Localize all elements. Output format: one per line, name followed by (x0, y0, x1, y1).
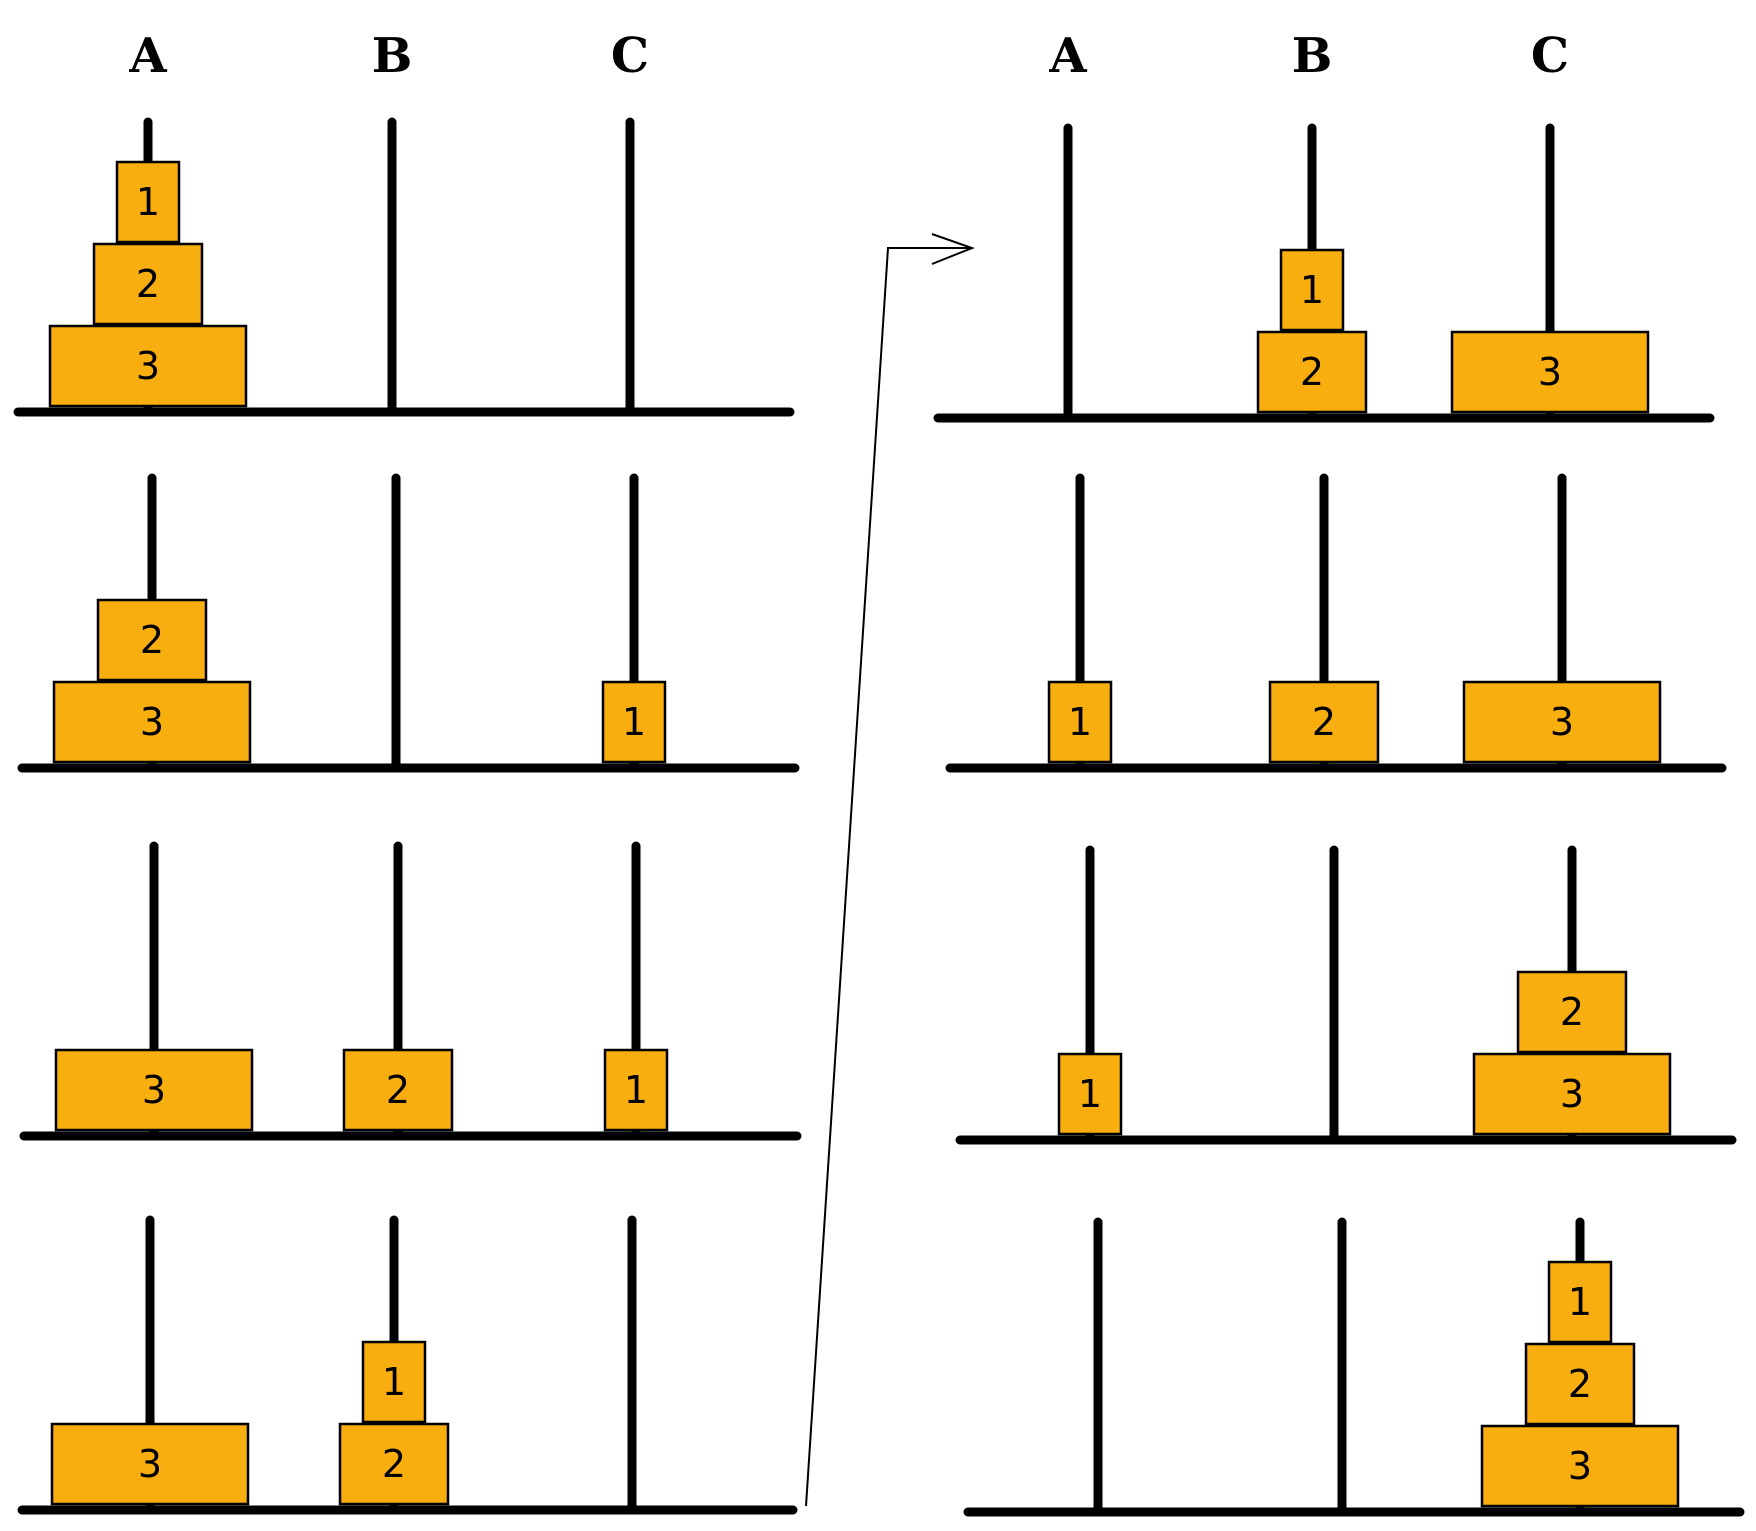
disk-1 (115, 160, 181, 244)
peg-label-a-col1: A (128, 28, 167, 84)
state-7: 1 3 2 (955, 845, 1737, 1145)
disk-label-2: 2 (382, 1442, 406, 1486)
peg-label-a-col2: A (1048, 28, 1087, 84)
disk-3 (54, 1048, 254, 1132)
disk-1 (603, 1048, 669, 1132)
disk-2 (338, 1422, 450, 1506)
disk-2 (96, 598, 208, 682)
disk-label-2: 2 (1300, 350, 1324, 394)
disk-1 (1547, 1260, 1613, 1344)
disk-label-2: 2 (1312, 700, 1336, 744)
sequence-arrow (805, 247, 972, 1507)
disk-1 (601, 680, 667, 764)
state-5: 2 1 3 (933, 123, 1715, 423)
peg-label-c-col2: C (1531, 28, 1569, 84)
disk-label-1: 1 (1068, 700, 1092, 744)
disk-3 (1480, 1424, 1680, 1508)
disk-2 (1516, 970, 1628, 1054)
disk-2 (92, 242, 204, 326)
disk-3 (50, 1422, 250, 1506)
arrow-head-icon (931, 233, 975, 265)
disk-2 (342, 1048, 454, 1132)
disk-1 (1279, 248, 1345, 332)
disk-label-1: 1 (136, 180, 160, 224)
disk-1 (361, 1340, 427, 1424)
state-3: 3 2 1 (19, 841, 802, 1141)
state-4: 3 2 1 (17, 1215, 798, 1515)
disk-label-2: 2 (136, 262, 160, 306)
disk-label-3: 3 (1568, 1444, 1592, 1488)
state-1: 3 2 1 (13, 117, 795, 417)
disk-3 (52, 680, 252, 764)
disk-label-3: 3 (1550, 700, 1574, 744)
disk-2 (1268, 680, 1380, 764)
disk-1 (1057, 1052, 1123, 1136)
disk-label-1: 1 (382, 1360, 406, 1404)
peg-label-b-col1: B (372, 28, 413, 84)
disk-label-3: 3 (142, 1068, 166, 1112)
disk-label-3: 3 (140, 700, 164, 744)
disk-label-1: 1 (1568, 1280, 1592, 1324)
disk-3 (1472, 1052, 1672, 1136)
disk-label-3: 3 (136, 344, 160, 388)
peg-label-b-col2: B (1292, 28, 1333, 84)
disk-3 (1462, 680, 1662, 764)
disk-label-2: 2 (1568, 1362, 1592, 1406)
disk-label-1: 1 (1300, 268, 1324, 312)
disk-label-2: 2 (386, 1068, 410, 1112)
peg-label-c-col1: C (611, 28, 649, 84)
disk-1 (1047, 680, 1113, 764)
disk-label-1: 1 (622, 700, 646, 744)
state-6: 1 2 3 (945, 473, 1727, 773)
disk-label-3: 3 (1560, 1072, 1584, 1116)
disk-2 (1256, 330, 1368, 414)
disk-label-3: 3 (1538, 350, 1562, 394)
disk-label-3: 3 (138, 1442, 162, 1486)
disk-label-1: 1 (1078, 1072, 1102, 1116)
disk-2 (1524, 1342, 1636, 1426)
state-2: 3 2 1 (17, 473, 800, 773)
state-8: 3 2 1 (963, 1217, 1745, 1517)
disk-3 (1450, 330, 1650, 414)
disk-label-2: 2 (140, 618, 164, 662)
disk-label-1: 1 (624, 1068, 648, 1112)
disk-label-2: 2 (1560, 990, 1584, 1034)
disk-3 (48, 324, 248, 408)
